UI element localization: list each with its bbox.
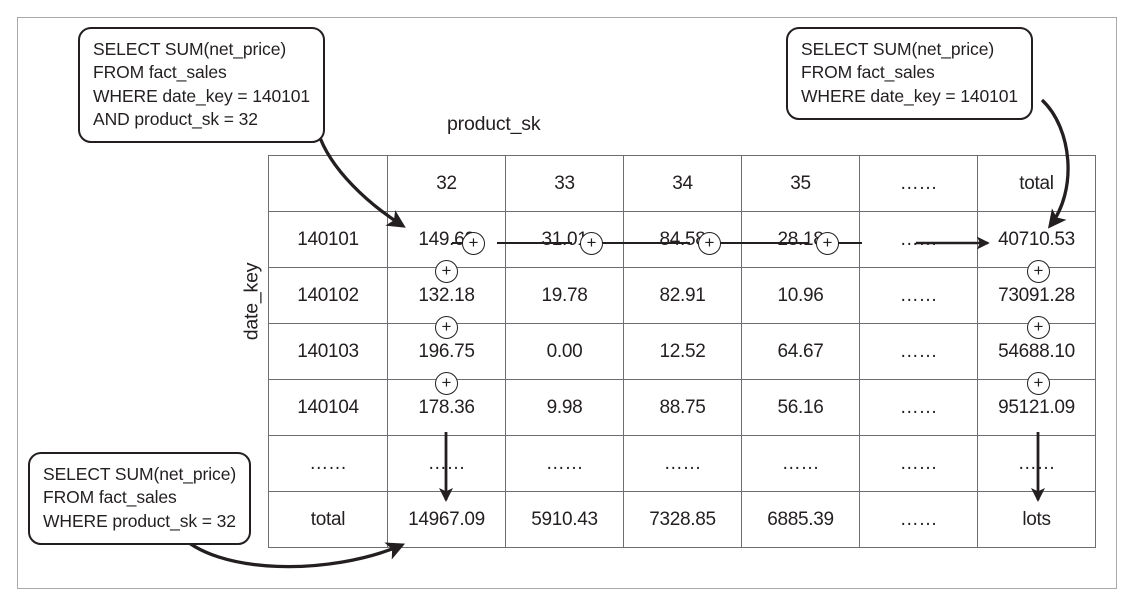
rows-axis-label: date_key bbox=[240, 262, 263, 341]
cell-140104-32: 178.36 bbox=[387, 379, 506, 436]
row-header-ellipsis: …… bbox=[268, 435, 388, 492]
callout-line: AND product_sk = 32 bbox=[93, 108, 258, 129]
cell-140101-total: 40710.53 bbox=[977, 211, 1096, 268]
cell-140102-ellipsis: …… bbox=[859, 267, 978, 324]
table-row: 140103 196.75 0.00 12.52 64.67 …… 54688.… bbox=[268, 323, 1096, 380]
cell-140102-33: 19.78 bbox=[505, 267, 624, 324]
column-header-32: 32 bbox=[387, 155, 506, 212]
matrix-table: 32 33 34 35 …… total 140101 149.60 31.01… bbox=[268, 155, 1096, 548]
row-header-140104: 140104 bbox=[268, 379, 388, 436]
table-row: 140102 132.18 19.78 82.91 10.96 …… 73091… bbox=[268, 267, 1096, 324]
column-header-34: 34 bbox=[623, 155, 742, 212]
cell-140101-32: 149.60 bbox=[387, 211, 506, 268]
columns-axis-label: product_sk bbox=[447, 113, 541, 135]
cell-140101-35: 28.18 bbox=[741, 211, 860, 268]
cell-140104-33: 9.98 bbox=[505, 379, 624, 436]
callout-line: WHERE product_sk = 32 bbox=[43, 510, 236, 531]
cell-total-ellipsis: …… bbox=[859, 491, 978, 548]
column-header-33: 33 bbox=[505, 155, 624, 212]
cell-total-33: 5910.43 bbox=[505, 491, 624, 548]
cell-ellipsis-35: …… bbox=[741, 435, 860, 492]
cell-140102-total: 73091.28 bbox=[977, 267, 1096, 324]
callout-line: FROM fact_sales bbox=[93, 62, 227, 83]
callout-row-total-query: SELECT SUM(net_price) FROM fact_sales WH… bbox=[786, 27, 1034, 120]
cell-140103-ellipsis: …… bbox=[859, 323, 978, 380]
pivot-matrix: 32 33 34 35 …… total 140101 149.60 31.01… bbox=[268, 155, 1096, 548]
callout-line: FROM fact_sales bbox=[43, 487, 177, 508]
cell-140103-35: 64.67 bbox=[741, 323, 860, 380]
cell-total-34: 7328.85 bbox=[623, 491, 742, 548]
table-row: total 14967.09 5910.43 7328.85 6885.39 …… bbox=[268, 491, 1096, 548]
callout-line: WHERE date_key = 140101 bbox=[801, 85, 1019, 106]
callout-line: WHERE date_key = 140101 bbox=[93, 85, 311, 106]
callout-cell-query: SELECT SUM(net_price) FROM fact_sales WH… bbox=[78, 27, 326, 144]
cell-ellipsis-ellipsis: …… bbox=[859, 435, 978, 492]
column-header-35: 35 bbox=[741, 155, 860, 212]
table-header-row: 32 33 34 35 …… total bbox=[268, 155, 1096, 212]
table-row: …… …… …… …… …… …… …… bbox=[268, 435, 1096, 492]
cell-total-lots: lots bbox=[977, 491, 1096, 548]
cell-total-35: 6885.39 bbox=[741, 491, 860, 548]
cell-140101-ellipsis: …… bbox=[859, 211, 978, 268]
callout-line: SELECT SUM(net_price) bbox=[801, 39, 995, 59]
row-header-total: total bbox=[268, 491, 388, 548]
cell-ellipsis-34: …… bbox=[623, 435, 742, 492]
cell-140102-35: 10.96 bbox=[741, 267, 860, 324]
cell-140104-ellipsis: …… bbox=[859, 379, 978, 436]
cell-140103-32: 196.75 bbox=[387, 323, 506, 380]
cell-ellipsis-33: …… bbox=[505, 435, 624, 492]
column-header-total: total bbox=[977, 155, 1096, 212]
cell-140101-34: 84.58 bbox=[623, 211, 742, 268]
cell-140104-total: 95121.09 bbox=[977, 379, 1096, 436]
cell-140104-35: 56.16 bbox=[741, 379, 860, 436]
callout-line: FROM fact_sales bbox=[801, 62, 935, 83]
column-header-ellipsis: …… bbox=[859, 155, 978, 212]
callout-column-total-query: SELECT SUM(net_price) FROM fact_sales WH… bbox=[28, 452, 252, 545]
cell-ellipsis-total: …… bbox=[977, 435, 1096, 492]
row-header-140102: 140102 bbox=[268, 267, 388, 324]
cell-total-32: 14967.09 bbox=[387, 491, 506, 548]
cell-140103-total: 54688.10 bbox=[977, 323, 1096, 380]
cell-140102-34: 82.91 bbox=[623, 267, 742, 324]
callout-line: SELECT SUM(net_price) bbox=[43, 464, 237, 484]
table-row: 140104 178.36 9.98 88.75 56.16 …… 95121.… bbox=[268, 379, 1096, 436]
table-row: 140101 149.60 31.01 84.58 28.18 …… 40710… bbox=[268, 211, 1096, 268]
cell-ellipsis-32: …… bbox=[387, 435, 506, 492]
row-header-140101: 140101 bbox=[268, 211, 388, 268]
cell-140101-33: 31.01 bbox=[505, 211, 624, 268]
matrix-corner bbox=[268, 155, 388, 212]
cell-140103-33: 0.00 bbox=[505, 323, 624, 380]
cell-140104-34: 88.75 bbox=[623, 379, 742, 436]
cell-140102-32: 132.18 bbox=[387, 267, 506, 324]
callout-line: SELECT SUM(net_price) bbox=[93, 39, 287, 59]
row-header-140103: 140103 bbox=[268, 323, 388, 380]
cell-140103-34: 12.52 bbox=[623, 323, 742, 380]
